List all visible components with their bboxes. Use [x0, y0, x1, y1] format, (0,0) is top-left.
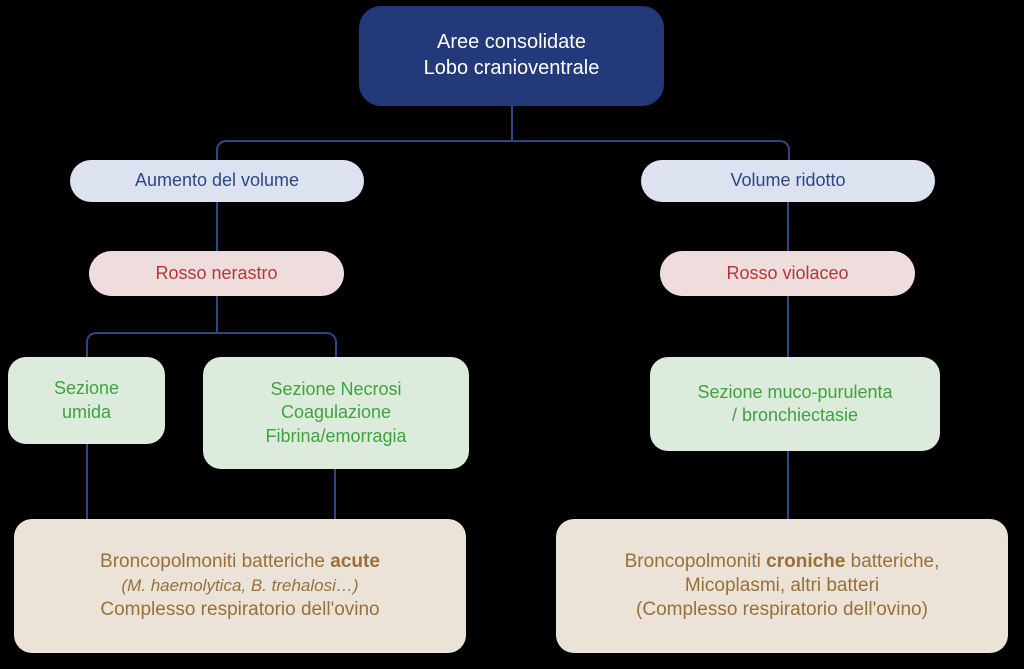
- node-aumento-del-volume[interactable]: Aumento del volume: [70, 160, 364, 202]
- connector-left-volume-to-color: [216, 201, 218, 251]
- node-rosso-violaceo-label: Rosso violaceo: [726, 262, 849, 283]
- node-sezione-umida-line2: umida: [61, 401, 112, 422]
- node-rosso-nerastro[interactable]: Rosso nerastro: [89, 251, 344, 296]
- node-sezione-necrosi-line3: Fibrina/emorragia: [265, 425, 407, 446]
- node-outcome-croniche-line3: (Complesso respiratorio dell'ovino): [636, 599, 928, 621]
- node-sezione-umida[interactable]: Sezione umida: [8, 357, 165, 444]
- node-outcome-croniche-line1-post: batteriche,: [845, 550, 940, 572]
- connector-wet-to-outcome: [86, 443, 88, 520]
- connector-right-color-to-section: [787, 295, 789, 357]
- connector-right-volume-to-color: [787, 201, 789, 251]
- node-root-line2: Lobo cranioventrale: [423, 57, 600, 79]
- connector-left-color-elbow-left: [86, 332, 219, 360]
- node-volume-ridotto-label: Volume ridotto: [730, 170, 846, 191]
- node-aumento-del-volume-label: Aumento del volume: [134, 170, 300, 191]
- connector-root-elbow-left: [216, 140, 514, 166]
- node-sezione-muco-purulenta-line1: Sezione muco-purulenta: [697, 381, 893, 402]
- node-root[interactable]: Aree consolidate Lobo cranioventrale: [359, 6, 664, 106]
- connector-root-elbow-right: [511, 140, 790, 166]
- node-outcome-acute-line1-pre: Broncopolmoniti batteriche: [100, 550, 331, 572]
- node-outcome-acute[interactable]: Broncopolmoniti batteriche acute (M. hae…: [14, 519, 466, 653]
- node-outcome-acute-line2: (M. haemolytica, B. trehalosi…): [24, 574, 456, 598]
- node-rosso-violaceo[interactable]: Rosso violaceo: [660, 251, 915, 296]
- node-outcome-acute-line1: Broncopolmoniti batteriche acute: [24, 550, 456, 574]
- node-outcome-croniche-line1: Broncopolmoniti croniche batteriche,: [566, 550, 998, 574]
- node-outcome-acute-line2-italic: (M. haemolytica, B. trehalosi…): [121, 575, 359, 595]
- node-sezione-muco-purulenta[interactable]: Sezione muco-purulenta / bronchiectasie: [650, 357, 940, 451]
- connector-left-color-stem: [216, 295, 218, 334]
- node-outcome-acute-line1-bold: acute: [330, 550, 380, 572]
- node-volume-ridotto[interactable]: Volume ridotto: [641, 160, 935, 202]
- node-sezione-muco-purulenta-line2: / bronchiectasie: [731, 405, 859, 425]
- node-root-line1: Aree consolidate: [437, 31, 586, 54]
- node-sezione-necrosi-line2: Coagulazione: [280, 402, 392, 423]
- node-rosso-nerastro-label: Rosso nerastro: [155, 262, 278, 283]
- node-outcome-croniche-line1-bold: croniche: [766, 550, 846, 572]
- node-sezione-necrosi-line1: Sezione Necrosi: [270, 379, 402, 400]
- connector-necrosis-to-outcome: [334, 468, 336, 520]
- connector-left-color-elbow-right: [216, 332, 337, 360]
- node-outcome-croniche-line1-pre: Broncopolmoniti: [624, 550, 767, 572]
- node-outcome-acute-line3: Complesso respiratorio dell'ovino: [100, 599, 380, 621]
- connector-root-stem: [511, 104, 513, 142]
- node-outcome-croniche-line2: Micoplasmi, altri batteri: [684, 574, 880, 596]
- node-outcome-croniche[interactable]: Broncopolmoniti croniche batteriche, Mic…: [556, 519, 1008, 653]
- node-sezione-umida-line1: Sezione: [53, 378, 120, 399]
- node-sezione-necrosi[interactable]: Sezione Necrosi Coagulazione Fibrina/emo…: [203, 357, 469, 469]
- connector-right-section-to-outcome: [787, 450, 789, 520]
